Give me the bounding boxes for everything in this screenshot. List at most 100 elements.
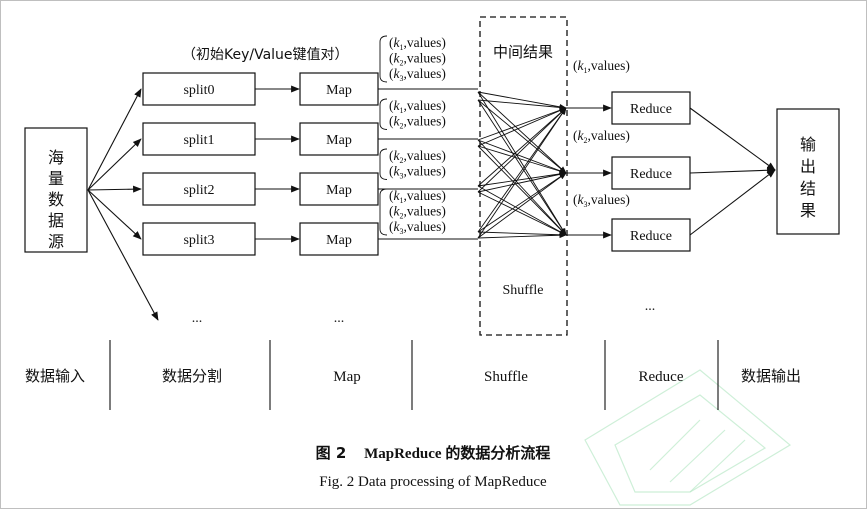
- split-label: split3: [183, 233, 214, 248]
- map-box: [299, 222, 379, 256]
- shuffle-line: [477, 107, 567, 147]
- key: k: [394, 148, 401, 163]
- shuffle-line: [477, 171, 567, 187]
- paren: (: [389, 66, 394, 81]
- key-subscript: 2: [400, 59, 404, 68]
- watermark-logo: [584, 369, 792, 506]
- paren: (: [389, 35, 394, 50]
- source-arrow: [87, 138, 142, 191]
- key-subscript: 3: [400, 172, 404, 181]
- paren: (: [389, 204, 394, 219]
- shuffle-line: [477, 107, 567, 141]
- values-text: ,values): [404, 98, 446, 113]
- caption-english: Fig. 2 Data processing of MapReduce: [319, 474, 547, 490]
- char: 输: [800, 135, 816, 154]
- kv-brace: [379, 98, 388, 130]
- reduce-ellipsis: ...: [645, 299, 656, 314]
- caption-title-rest: 的数据分析流程: [445, 444, 550, 462]
- map-output-kv: (k1,values): [389, 35, 446, 52]
- values-text: ,values): [404, 188, 446, 203]
- kv-brace: [379, 148, 388, 180]
- reduce-input-kv: (k3,values): [573, 192, 630, 209]
- key: k: [578, 58, 585, 73]
- shuffle-label: Shuffle: [503, 283, 544, 298]
- key: k: [394, 98, 401, 113]
- key: k: [394, 114, 401, 129]
- map-output-kv: (k2,values): [389, 148, 446, 165]
- shuffle-line: [477, 99, 567, 236]
- source-arrow: [87, 185, 142, 193]
- reduce-label: Reduce: [630, 102, 672, 117]
- key-subscript: 3: [584, 200, 588, 209]
- reduce-input-kv: (k2,values): [573, 128, 630, 145]
- values-text: ,values): [404, 66, 446, 81]
- key-subscript: 1: [400, 196, 404, 205]
- shuffle-line: [477, 91, 567, 110]
- shuffle-line: [477, 107, 567, 239]
- map-output-kv: (k1,values): [389, 188, 446, 205]
- key: k: [394, 204, 401, 219]
- shuffle-line: [477, 232, 567, 239]
- shuffle-line: [477, 139, 567, 174]
- map-output-kv: (k1,values): [389, 98, 446, 115]
- key-subscript: 2: [400, 122, 404, 131]
- source-arrow: [87, 189, 142, 240]
- source-arrow: [87, 88, 142, 191]
- map-box: [299, 172, 379, 206]
- key: k: [578, 192, 585, 207]
- key-subscript: 1: [400, 43, 404, 52]
- paren: (: [389, 114, 394, 129]
- char: 海: [48, 148, 64, 167]
- shuffle-line: [477, 91, 567, 174]
- stage-label: Reduce: [639, 369, 684, 385]
- values-text: ,values): [404, 148, 446, 163]
- key: k: [394, 66, 401, 81]
- connector-lines: [87, 85, 776, 321]
- values-text: ,values): [404, 114, 446, 129]
- reduce-label: Reduce: [630, 229, 672, 244]
- paren: (: [573, 192, 578, 207]
- char: 果: [800, 201, 816, 220]
- paren: (: [389, 219, 394, 234]
- map-label: Map: [326, 233, 352, 248]
- shuffle-line: [477, 172, 567, 239]
- split-box: [142, 122, 256, 156]
- map-output-kv: (k2,values): [389, 204, 446, 221]
- key-subscript: 2: [400, 156, 404, 165]
- key: k: [394, 35, 401, 50]
- output-box: [776, 108, 840, 235]
- stage-label: Shuffle: [484, 369, 528, 385]
- reduce-label: Reduce: [630, 167, 672, 182]
- map-output-lists: (k1,values)(k2,values)(k3,values)(k1,val…: [379, 35, 446, 236]
- source-arrow-more: [87, 189, 159, 321]
- reduce-box: [611, 156, 691, 190]
- reduce-to-output-arrow: [689, 107, 776, 171]
- reduce-box: [611, 218, 691, 252]
- key-subscript: 3: [400, 74, 404, 83]
- shuffle-line: [477, 191, 567, 236]
- kv-brace: [379, 35, 388, 83]
- reduce-box: [611, 91, 691, 125]
- split-label: split0: [183, 83, 214, 98]
- caption-bold-title: MapReduce: [364, 446, 442, 462]
- values-text: ,values): [588, 192, 630, 207]
- split-label: split1: [183, 133, 214, 148]
- key: k: [394, 51, 401, 66]
- char: 源: [48, 232, 64, 251]
- shuffle-line: [477, 107, 567, 193]
- map-output-kv: (k3,values): [389, 164, 446, 181]
- paren: (: [389, 148, 394, 163]
- paren: (: [389, 98, 394, 113]
- key-subscript: 2: [400, 212, 404, 221]
- split-box: [142, 222, 256, 256]
- shuffle-line: [477, 107, 567, 187]
- stage-label: 数据分割: [162, 367, 222, 385]
- reduce-to-output-arrow: [689, 169, 776, 236]
- caption-figure-number: 图 2: [316, 444, 347, 462]
- split-label: split2: [183, 183, 214, 198]
- paren: (: [573, 58, 578, 73]
- caption-chinese: 图 2 MapReduce 的数据分析流程: [316, 444, 551, 462]
- char: 据: [48, 211, 64, 230]
- initial-kv-label: （初始Key/Value键值对）: [182, 46, 349, 63]
